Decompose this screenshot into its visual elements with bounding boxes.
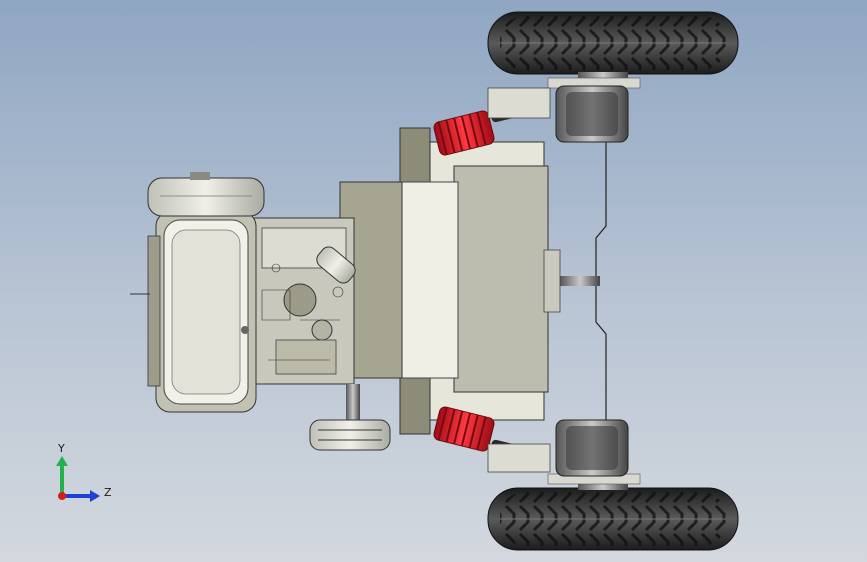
z-axis-label: Z	[104, 486, 112, 499]
engine	[253, 217, 356, 385]
engine-cover	[130, 211, 257, 413]
tire-bottom	[487, 487, 739, 551]
shock-top	[433, 87, 551, 156]
y-axis-label: Y	[58, 442, 65, 455]
pulley	[309, 384, 391, 451]
orientation-triad[interactable]: Y Z	[50, 438, 120, 508]
shock-bottom	[433, 406, 551, 473]
y-axis-arrow	[56, 456, 68, 466]
gearbox-housing	[339, 127, 561, 435]
z-axis-arrow	[90, 490, 100, 502]
output-shaft	[560, 276, 600, 286]
fuel-tank	[147, 172, 265, 217]
hub-bottom	[547, 419, 641, 490]
tire-top	[487, 11, 739, 75]
hub-top	[547, 72, 641, 143]
x-axis-dot	[58, 492, 66, 500]
